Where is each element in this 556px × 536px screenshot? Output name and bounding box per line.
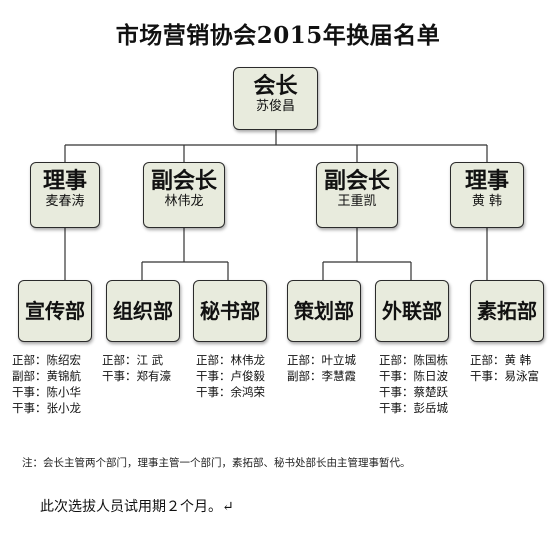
- members-list-external: 正部：陈国栋 干事：陈日波 干事：蔡楚跃 干事：彭岳城: [379, 352, 448, 416]
- member-line: 干事：陈日波: [379, 369, 448, 383]
- page-title: 市场营销协会2015年换届名单: [115, 22, 441, 49]
- members-list-planning: 正部：叶立城 副部：李慧霞: [287, 352, 356, 384]
- department-box-secretariat: 秘书部: [193, 280, 267, 342]
- member-line: 正部：陈国栋: [379, 353, 448, 367]
- member-line: 副部：李慧霞: [287, 369, 356, 383]
- member-line: 正部：叶立城: [287, 353, 356, 367]
- member-line: 干事：易泳富: [470, 369, 539, 383]
- member-line: 干事：陈小华: [12, 385, 81, 399]
- member-line: 正部：林伟龙: [196, 353, 265, 367]
- department-box-external: 外联部: [375, 280, 449, 342]
- department-name: 外联部: [382, 299, 442, 323]
- vice-president-name-2: 王重凯: [337, 194, 377, 209]
- footer-text: 此次选拔人员试用期２个月。↵: [40, 499, 234, 515]
- members-list-publicity: 正部：陈绍宏 副部：黄锦航 干事：陈小华 干事：张小龙: [12, 352, 81, 416]
- vice-president-role-2: 副会长: [323, 168, 390, 194]
- members-list-organization: 正部：江 武 干事：郑有濠: [102, 352, 171, 384]
- director-role-1: 理事: [42, 168, 87, 194]
- president-role: 会长: [253, 73, 298, 99]
- department-box-organization: 组织部: [106, 280, 180, 342]
- member-line: 干事：张小龙: [12, 401, 81, 415]
- department-name: 组织部: [113, 299, 173, 323]
- vice-president-box-2: 副会长 王重凯: [316, 162, 398, 228]
- member-line: 干事：余鸿荣: [196, 385, 265, 399]
- member-line: 正部：黄 韩: [470, 353, 532, 367]
- director-box-1: 理事 麦春涛: [30, 162, 100, 228]
- member-line: 干事：郑有濠: [102, 369, 171, 383]
- member-line: 干事：彭岳城: [379, 401, 448, 415]
- member-line: 正部：陈绍宏: [12, 353, 81, 367]
- department-box-planning: 策划部: [287, 280, 361, 342]
- department-box-development: 素拓部: [470, 280, 544, 342]
- director-name-2: 黄 韩: [471, 194, 503, 209]
- members-list-secretariat: 正部：林伟龙 干事：卢俊毅 干事：余鸿荣: [196, 352, 265, 400]
- president-name: 苏俊昌: [255, 99, 295, 114]
- member-line: 正部：江 武: [102, 353, 164, 367]
- member-line: 干事：蔡楚跃: [379, 385, 448, 399]
- member-line: 副部：黄锦航: [12, 369, 81, 383]
- president-box: 会长 苏俊昌: [233, 67, 318, 130]
- department-name: 策划部: [294, 299, 354, 323]
- department-box-publicity: 宣传部: [18, 280, 92, 342]
- vice-president-role-1: 副会长: [150, 168, 217, 194]
- director-box-2: 理事 黄 韩: [450, 162, 524, 228]
- members-list-development: 正部：黄 韩 干事：易泳富: [470, 352, 539, 384]
- director-role-2: 理事: [464, 168, 509, 194]
- department-name: 素拓部: [477, 299, 537, 323]
- member-line: 干事：卢俊毅: [196, 369, 265, 383]
- department-name: 秘书部: [200, 299, 260, 323]
- note-text: 注：会长主管两个部门，理事主管一个部门，素拓部、秘书处部长由主管理事暂代。: [22, 457, 411, 469]
- vice-president-name-1: 林伟龙: [164, 194, 204, 209]
- director-name-1: 麦春涛: [45, 194, 85, 209]
- vice-president-box-1: 副会长 林伟龙: [143, 162, 225, 228]
- department-name: 宣传部: [25, 299, 85, 323]
